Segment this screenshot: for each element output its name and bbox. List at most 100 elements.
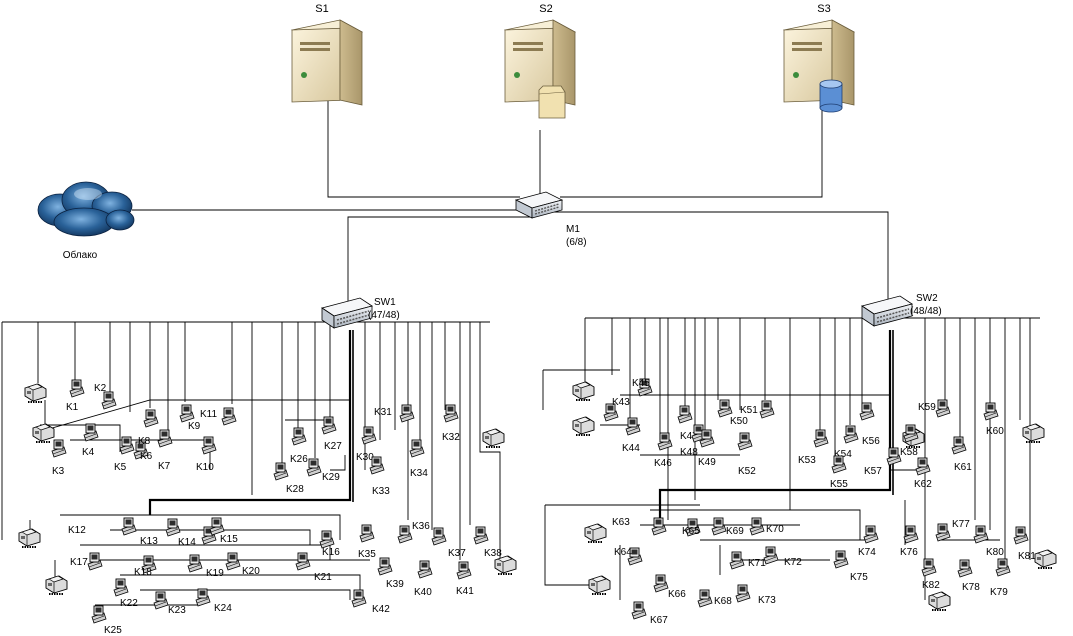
workstation-label: K21	[314, 572, 332, 583]
workstation-k33-icon[interactable]	[369, 456, 385, 475]
workstation-k34-icon[interactable]	[409, 439, 425, 458]
workstation-k54-icon[interactable]	[843, 425, 859, 444]
printer-icon[interactable]	[24, 383, 47, 403]
workstation-k53-icon[interactable]	[813, 429, 829, 448]
printer-icon[interactable]	[928, 591, 951, 611]
printer-icon[interactable]	[1022, 423, 1045, 443]
workstation-k75-icon[interactable]	[833, 550, 849, 569]
workstation-k41-icon[interactable]	[456, 561, 472, 580]
workstation-k56-icon[interactable]	[859, 402, 875, 421]
workstation-k44-icon[interactable]	[625, 417, 641, 436]
workstation-k25-icon[interactable]	[91, 605, 107, 624]
workstation-k1-icon[interactable]	[69, 379, 85, 398]
workstation-k10-icon[interactable]	[201, 436, 217, 455]
workstation-k81-icon[interactable]	[1013, 526, 1029, 545]
workstation-k79-icon[interactable]	[995, 558, 1011, 577]
workstation-k40-icon[interactable]	[417, 560, 433, 579]
workstation-k15-icon[interactable]	[209, 517, 225, 536]
printer-icon[interactable]	[32, 423, 55, 443]
workstation-k70-icon[interactable]	[749, 517, 765, 536]
workstation-k61-icon[interactable]	[951, 436, 967, 455]
workstation-k9-icon[interactable]	[179, 404, 195, 423]
server-s2-label: S2	[539, 3, 552, 15]
cloud-icon[interactable]	[37, 181, 135, 237]
switch-sw2[interactable]	[861, 295, 913, 327]
workstation-k66-icon[interactable]	[653, 574, 669, 593]
workstation-k69-icon[interactable]	[711, 517, 727, 536]
workstation-k27-icon[interactable]	[321, 416, 337, 435]
server-s3[interactable]	[782, 19, 856, 113]
workstation-label: K69	[726, 526, 744, 537]
workstation-k82-icon[interactable]	[921, 558, 937, 577]
server-s1[interactable]	[290, 19, 364, 106]
workstation-k57-icon[interactable]	[886, 447, 902, 466]
workstation-k59-icon[interactable]	[935, 399, 951, 418]
workstation-label: K42	[372, 604, 390, 615]
workstation-k32-icon[interactable]	[443, 404, 459, 423]
workstation-k4-icon[interactable]	[83, 423, 99, 442]
workstation-label: K63	[612, 517, 630, 528]
workstation-k60-icon[interactable]	[983, 402, 999, 421]
workstation-k12-icon[interactable]	[121, 517, 137, 536]
workstation-k23-icon[interactable]	[153, 591, 169, 610]
printer-icon[interactable]	[482, 428, 505, 448]
printer-icon[interactable]	[588, 575, 611, 595]
workstation-k63-icon[interactable]	[651, 517, 667, 536]
workstation-k28-icon[interactable]	[273, 462, 289, 481]
workstation-k11-icon[interactable]	[221, 407, 237, 426]
workstation-k36-icon[interactable]	[397, 525, 413, 544]
workstation-k49-icon[interactable]	[699, 429, 715, 448]
workstation-k8-icon[interactable]	[143, 409, 159, 428]
workstation-k3-icon[interactable]	[51, 439, 67, 458]
workstation-k47-icon[interactable]	[677, 405, 693, 424]
workstation-k62-icon[interactable]	[915, 457, 931, 476]
workstation-k30-icon[interactable]	[361, 426, 377, 445]
workstation-k17-icon[interactable]	[87, 552, 103, 571]
workstation-k31-icon[interactable]	[399, 404, 415, 423]
workstation-k77-icon[interactable]	[935, 523, 951, 542]
workstation-k2-icon[interactable]	[101, 391, 117, 410]
workstation-label: K16	[322, 547, 340, 558]
printer-icon[interactable]	[572, 381, 595, 401]
workstation-k20-icon[interactable]	[225, 552, 241, 571]
workstation-label: K80	[986, 547, 1004, 558]
workstation-k50-icon[interactable]	[717, 399, 733, 418]
workstation-k21-icon[interactable]	[295, 552, 311, 571]
workstation-k46-icon[interactable]	[657, 432, 673, 451]
workstation-k26-icon[interactable]	[291, 427, 307, 446]
workstation-k19-icon[interactable]	[187, 554, 203, 573]
workstation-k51-icon[interactable]	[759, 400, 775, 419]
workstation-k35-icon[interactable]	[359, 524, 375, 543]
workstation-k78-icon[interactable]	[957, 559, 973, 578]
printer-icon[interactable]	[572, 416, 595, 436]
workstation-k38-icon[interactable]	[473, 526, 489, 545]
workstation-k7-icon[interactable]	[157, 429, 173, 448]
workstation-k29-icon[interactable]	[306, 458, 322, 477]
workstation-label: K82	[922, 580, 940, 591]
workstation-k16-icon[interactable]	[319, 530, 335, 549]
workstation-k71-icon[interactable]	[729, 551, 745, 570]
printer-icon[interactable]	[584, 523, 607, 543]
workstation-k24-icon[interactable]	[195, 588, 211, 607]
workstation-label: K12	[68, 525, 86, 536]
server-s2[interactable]	[503, 19, 577, 119]
core-switch-m1[interactable]	[514, 191, 564, 219]
workstation-k37-icon[interactable]	[431, 527, 447, 546]
workstation-k76-icon[interactable]	[903, 525, 919, 544]
workstation-k67-icon[interactable]	[631, 601, 647, 620]
printer-icon[interactable]	[45, 575, 68, 595]
workstation-k13-icon[interactable]	[165, 518, 181, 537]
printer-icon[interactable]	[18, 528, 41, 548]
workstation-k22-icon[interactable]	[113, 578, 129, 597]
workstation-label: K34	[410, 468, 428, 479]
workstation-k52-icon[interactable]	[737, 432, 753, 451]
workstation-label: K68	[714, 596, 732, 607]
switch-sw1[interactable]	[321, 297, 373, 329]
workstation-k73-icon[interactable]	[735, 584, 751, 603]
workstation-k39-icon[interactable]	[377, 557, 393, 576]
workstation-k68-icon[interactable]	[697, 589, 713, 608]
printer-icon[interactable]	[1034, 549, 1057, 569]
workstation-k74-icon[interactable]	[863, 525, 879, 544]
workstation-k42-icon[interactable]	[351, 589, 367, 608]
workstation-k72-icon[interactable]	[763, 546, 779, 565]
